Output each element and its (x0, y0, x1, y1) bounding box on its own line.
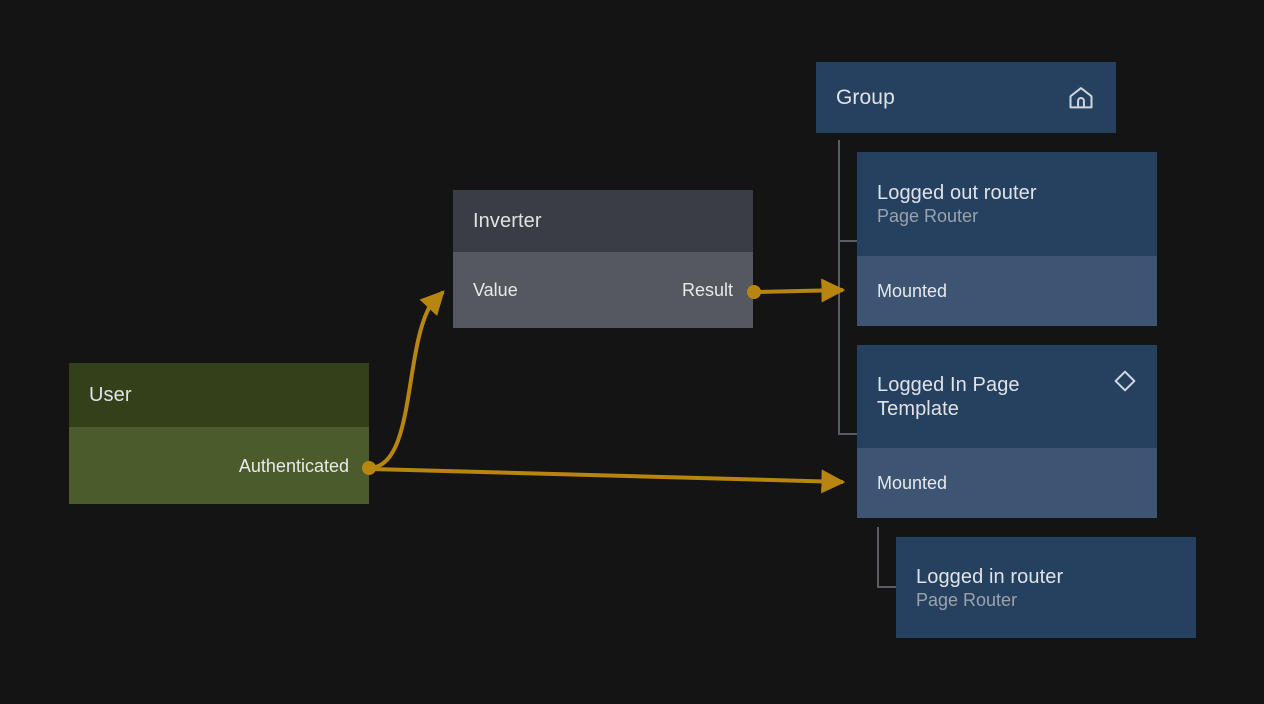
user-header[interactable]: User (69, 363, 369, 427)
logged-out-router-subtitle: Page Router (877, 206, 979, 226)
logged-in-page-template-header[interactable]: Logged In Page Template (857, 345, 1157, 448)
port-dot-user-authenticated[interactable] (362, 461, 376, 475)
logged-out-router-title-wrap: Logged out router Page Router (877, 181, 1037, 227)
logged-out-router-mounted-label: Mounted (877, 281, 948, 301)
wire-result-to-mounted-out (754, 278, 846, 303)
node-inverter[interactable]: Inverter Value Result (453, 190, 753, 328)
user-title: User (89, 384, 132, 406)
inverter-title: Inverter (473, 210, 542, 232)
logged-in-router-header[interactable]: Logged in router Page Router (896, 537, 1196, 638)
inverter-input-value-label: Value (473, 280, 518, 300)
logged-in-router-title-wrap: Logged in router Page Router (916, 565, 1063, 611)
group-title-wrap: Group (836, 86, 895, 110)
tree-line-stub-logged-in-template (838, 433, 858, 435)
logged-in-router-title: Logged in router (916, 565, 1064, 588)
group-title: Group (836, 85, 895, 109)
logged-in-router-subtitle: Page Router (916, 589, 1018, 610)
logged-in-page-template-title-wrap: Logged In Page Template (877, 373, 1077, 421)
inverter-output-result-label: Result (681, 280, 733, 300)
tree-line-vertical-logged-in-router (877, 527, 879, 588)
logged-in-page-template-mounted-row[interactable]: Mounted (857, 448, 1157, 518)
tree-line-stub-logged-in-router (877, 586, 897, 588)
node-logged-out-router[interactable]: Logged out router Page Router Mounted (857, 152, 1157, 326)
user-title-wrap: User (89, 383, 132, 407)
logged-out-router-mounted-row[interactable]: Mounted (857, 256, 1157, 326)
node-logged-in-page-template[interactable]: Logged In Page Template Mounted (857, 345, 1157, 518)
logged-out-router-header[interactable]: Logged out router Page Router (857, 152, 1157, 256)
node-user[interactable]: User Authenticated (69, 363, 369, 504)
user-authenticated-label: Authenticated (238, 455, 349, 476)
inverter-title-wrap: Inverter (473, 209, 542, 233)
home-icon (1066, 84, 1096, 112)
wire-authenticated-to-value (369, 290, 445, 470)
logged-in-page-template-mounted-label: Mounted (877, 473, 948, 493)
user-authenticated-row[interactable]: Authenticated (69, 427, 369, 504)
logged-in-page-template-title: Logged In Page Template (877, 373, 1020, 420)
wire-authenticated-to-mounted-in (371, 467, 846, 494)
inverter-ports-row[interactable]: Value Result (453, 252, 753, 328)
diamond-icon (1111, 367, 1139, 395)
inverter-header[interactable]: Inverter (453, 190, 753, 252)
group-header[interactable]: Group (816, 62, 1116, 133)
tree-line-vertical-group (838, 140, 840, 435)
logged-out-router-title: Logged out router (877, 182, 1037, 204)
node-group[interactable]: Group (816, 62, 1116, 133)
port-dot-inverter-result[interactable] (747, 285, 761, 299)
tree-line-stub-logged-out (838, 240, 858, 242)
node-logged-in-router[interactable]: Logged in router Page Router (896, 537, 1196, 638)
